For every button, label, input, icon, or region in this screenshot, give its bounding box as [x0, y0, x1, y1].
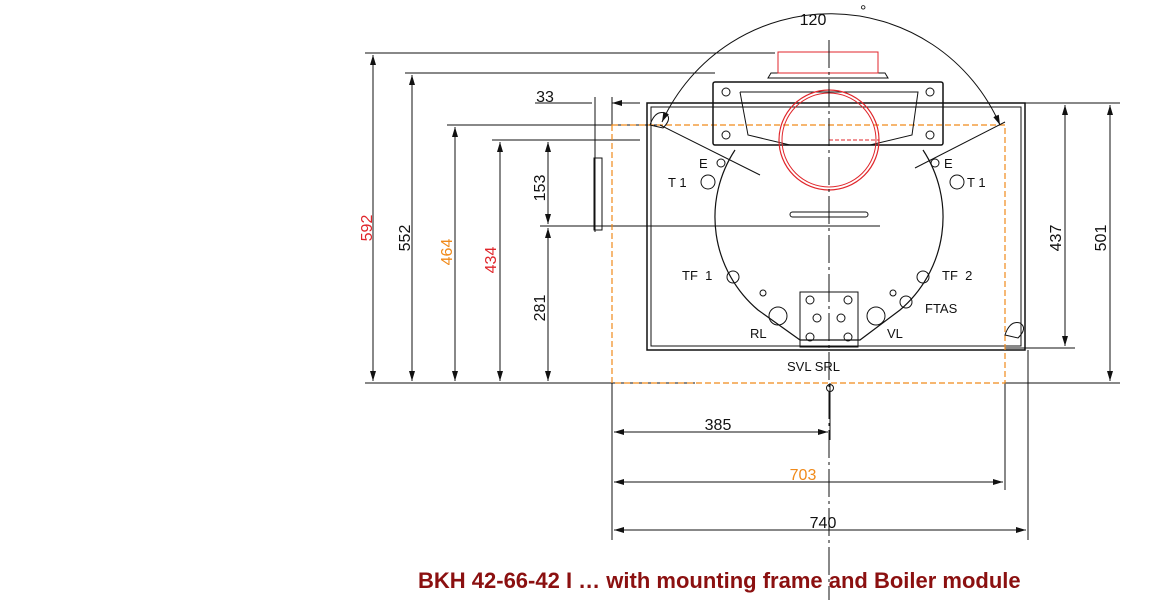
dim-385-label: 385 — [705, 417, 732, 434]
label-e-left: E — [699, 156, 708, 171]
angle-unit: ° — [860, 3, 866, 20]
label-ftas: FTAS — [925, 301, 958, 316]
mounting-frame-outline — [611, 124, 1006, 384]
boiler-module-outline — [646, 102, 1026, 351]
label-tf1: TF 1 — [682, 268, 712, 283]
dim-281-label: 281 — [532, 295, 549, 322]
angle-value: 120 — [800, 12, 827, 29]
dim-592-label: 592 — [359, 215, 376, 242]
burner-housing — [712, 81, 944, 146]
label-t1-left: T 1 — [668, 175, 687, 190]
dim-501-label: 501 — [1093, 225, 1110, 252]
label-vl: VL — [887, 326, 903, 341]
dim-552-label: 552 — [397, 225, 414, 252]
dim-33-label: 33 — [536, 89, 554, 106]
label-rl: RL — [750, 326, 767, 341]
angle-arc — [661, 13, 1001, 126]
burner-plate — [714, 149, 944, 341]
label-t1-right: T 1 — [967, 175, 986, 190]
dim-437-label: 437 — [1048, 225, 1065, 252]
drawing-caption: BKH 42-66-42 I … with mounting frame and… — [418, 568, 1021, 593]
dim-703-label: 703 — [790, 467, 817, 484]
dim-464-label: 464 — [439, 239, 456, 266]
label-tf2: TF 2 — [942, 268, 972, 283]
dim-434-label: 434 — [483, 247, 500, 274]
dim-740-label: 740 — [810, 515, 837, 532]
label-svl-srl: SVL SRL — [787, 359, 840, 374]
label-e-right: E — [944, 156, 953, 171]
dim-153-label: 153 — [532, 175, 549, 202]
